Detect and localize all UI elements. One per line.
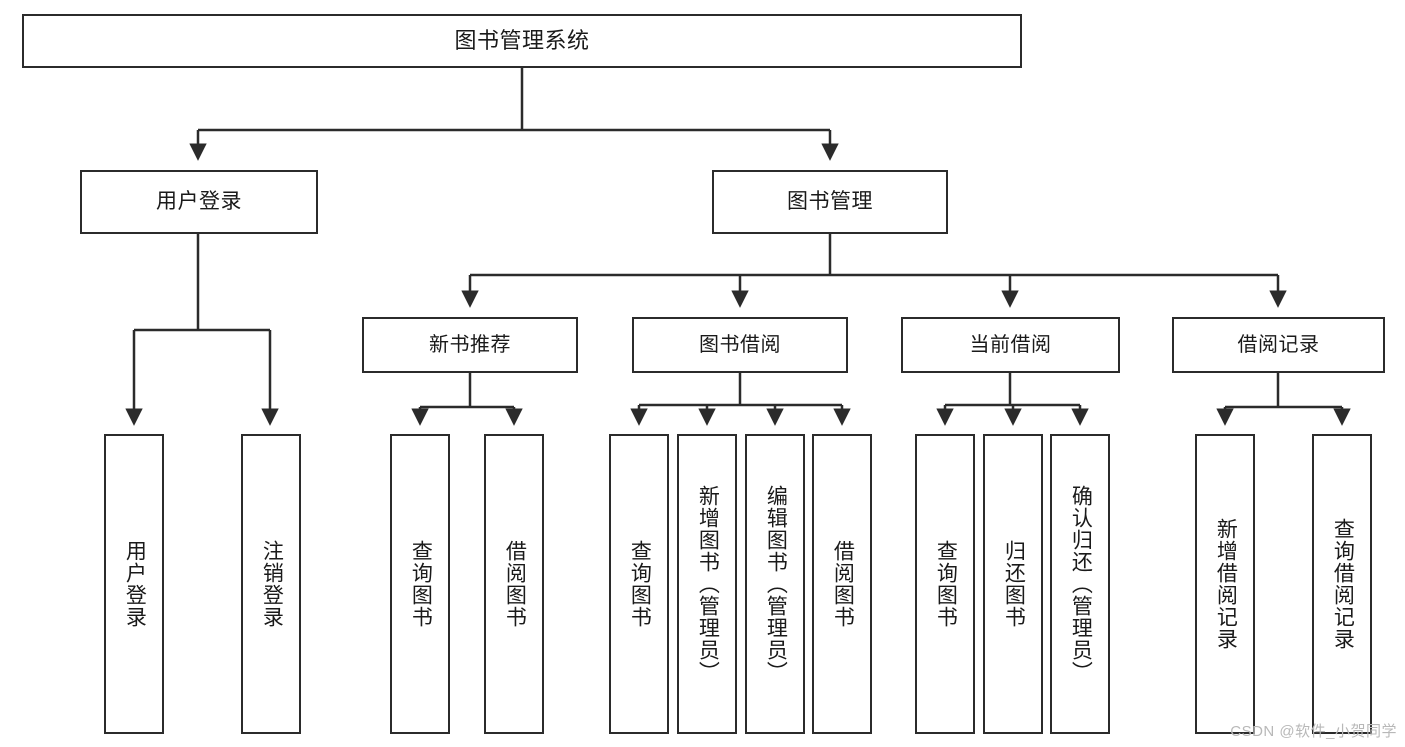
node-label: 图书管理 xyxy=(787,189,873,213)
node-label: 借阅记录 xyxy=(1237,333,1320,356)
node-label: 新增借阅记录 xyxy=(1214,518,1238,650)
leaf-record-add-record[interactable]: 新增借阅记录 xyxy=(1195,434,1255,734)
leaf-record-query-record[interactable]: 查询借阅记录 xyxy=(1312,434,1372,734)
node-label: 借阅图书 xyxy=(503,540,527,628)
leaf-borrow-borrow-book[interactable]: 借阅图书 xyxy=(812,434,872,734)
leaf-current-confirm-return-admin[interactable]: 确认归还（管理员） xyxy=(1050,434,1110,734)
node-book-management[interactable]: 图书管理 xyxy=(712,170,948,234)
node-label: 图书借阅 xyxy=(699,333,781,356)
node-label: 归还图书 xyxy=(1002,540,1026,628)
node-label: 编辑图书（管理员） xyxy=(764,485,788,683)
leaf-user-login-login[interactable]: 用户登录 xyxy=(104,434,164,734)
node-label: 查询图书 xyxy=(934,540,958,628)
node-borrow-record[interactable]: 借阅记录 xyxy=(1172,317,1385,373)
node-label: 确认归还（管理员） xyxy=(1069,485,1093,683)
leaf-borrow-edit-book-admin[interactable]: 编辑图书（管理员） xyxy=(745,434,805,734)
leaf-recommend-query-book[interactable]: 查询图书 xyxy=(390,434,450,734)
node-label: 注销登录 xyxy=(260,540,284,628)
node-root-system[interactable]: 图书管理系统 xyxy=(22,14,1022,68)
node-label: 新书推荐 xyxy=(429,333,511,356)
watermark: CSDN @软件_小贺同学 xyxy=(1230,723,1397,740)
node-label: 借阅图书 xyxy=(831,540,855,628)
node-new-book-recommend[interactable]: 新书推荐 xyxy=(362,317,578,373)
node-label: 当前借阅 xyxy=(969,333,1052,356)
node-label: 查询图书 xyxy=(628,540,652,628)
node-label: 查询图书 xyxy=(409,540,433,628)
node-book-borrow[interactable]: 图书借阅 xyxy=(632,317,848,373)
leaf-current-query-book[interactable]: 查询图书 xyxy=(915,434,975,734)
leaf-borrow-add-book-admin[interactable]: 新增图书（管理员） xyxy=(677,434,737,734)
node-label: 新增图书（管理员） xyxy=(696,485,720,683)
leaf-user-login-logout[interactable]: 注销登录 xyxy=(241,434,301,734)
node-label: 用户登录 xyxy=(123,540,147,628)
leaf-borrow-query-book[interactable]: 查询图书 xyxy=(609,434,669,734)
node-label: 用户登录 xyxy=(156,189,242,213)
node-user-login[interactable]: 用户登录 xyxy=(80,170,318,234)
leaf-current-return-book[interactable]: 归还图书 xyxy=(983,434,1043,734)
node-label: 查询借阅记录 xyxy=(1331,518,1355,650)
node-label: 图书管理系统 xyxy=(454,28,590,54)
leaf-recommend-borrow-book[interactable]: 借阅图书 xyxy=(484,434,544,734)
node-current-borrow[interactable]: 当前借阅 xyxy=(901,317,1120,373)
